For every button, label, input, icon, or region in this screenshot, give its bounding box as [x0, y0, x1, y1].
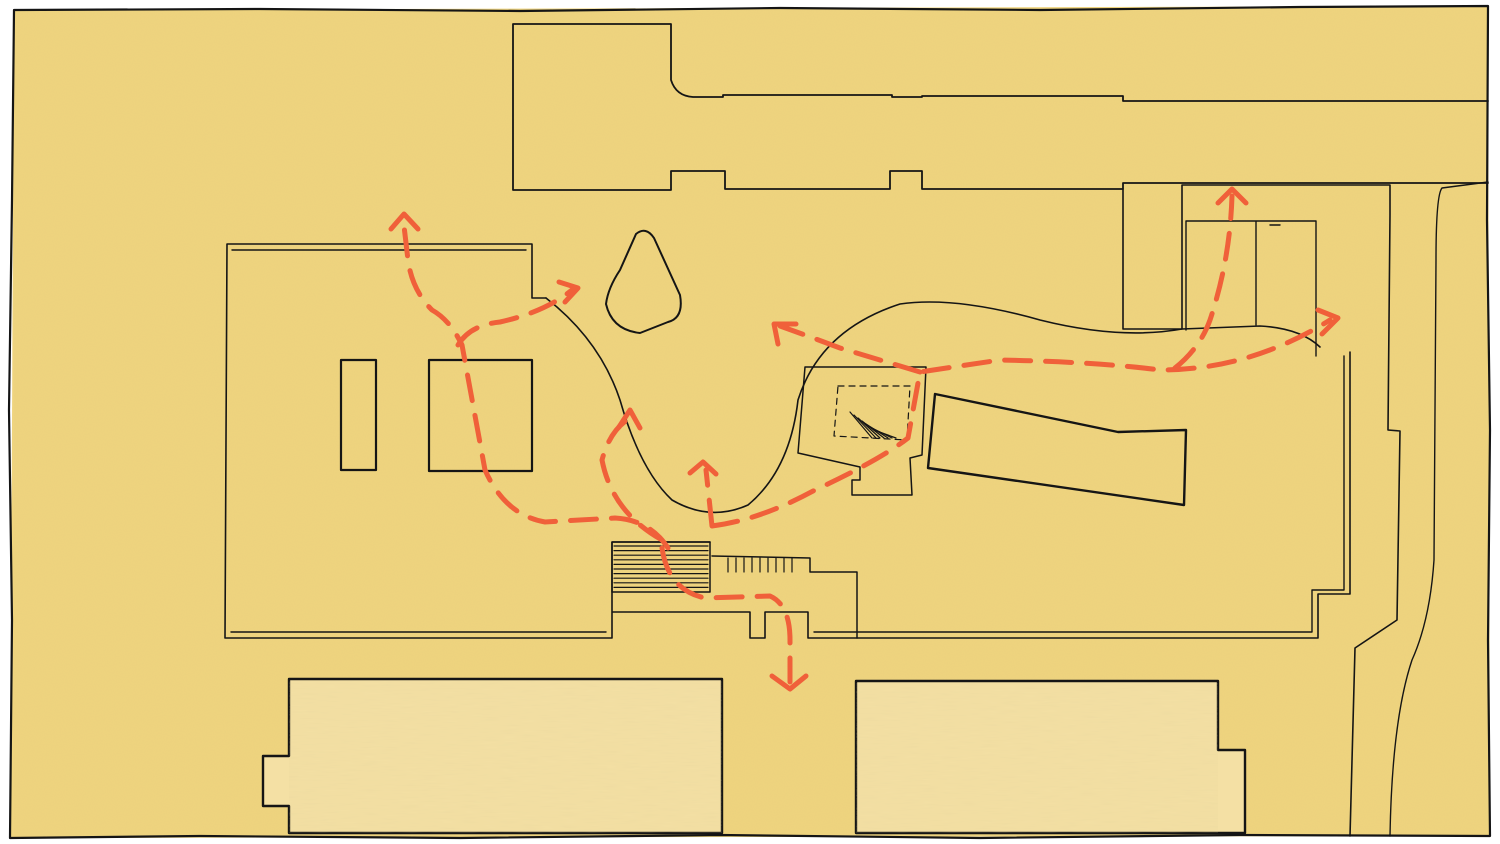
arrow-head-icon [556, 279, 581, 305]
west-pavilion-large [427, 358, 534, 473]
south-building-east-texture [856, 683, 1218, 833]
arrow-heads [388, 186, 1341, 692]
arrow-head-icon [687, 459, 719, 477]
east-annex-inner [1185, 220, 1317, 357]
east-annex-outline [1122, 184, 1401, 837]
paper-texture [14, 10, 1488, 836]
stair-tread [873, 429, 897, 439]
angled-wing-building [926, 392, 1188, 507]
arrow-head-icon [769, 673, 809, 692]
south-entry-stairs-outline [611, 541, 858, 639]
west-pavilion-small [339, 358, 378, 472]
flow-upper-loop [455, 287, 575, 348]
central-stair-tower [797, 366, 927, 496]
triangular-kiosk [605, 229, 682, 334]
south-building-west-texture [289, 681, 722, 833]
flow-south-exit [659, 545, 793, 685]
arrow-head-icon [1215, 186, 1249, 206]
stair-tread [849, 411, 873, 439]
arrow-head-icon [388, 211, 421, 232]
circulation-flows [401, 193, 1333, 685]
plaza-boundary-inner [230, 249, 1345, 633]
flow-north-west [401, 223, 671, 551]
arrow-head-icon [771, 321, 799, 347]
paper-edge [7, 4, 1492, 840]
arrow-head-icon [1315, 307, 1341, 337]
flow-northeast [1172, 193, 1235, 371]
stair-tread [853, 414, 877, 439]
stair-treads-central [849, 411, 897, 439]
arrow-head-icon [616, 407, 643, 431]
east-street-edge [1389, 181, 1489, 837]
serpentine-canopy-edge [545, 297, 1321, 514]
stair-treads-ramp [727, 557, 793, 573]
stair-treads-south [613, 545, 709, 589]
flow-north-center [777, 323, 923, 375]
flow-east-long [703, 317, 1333, 529]
